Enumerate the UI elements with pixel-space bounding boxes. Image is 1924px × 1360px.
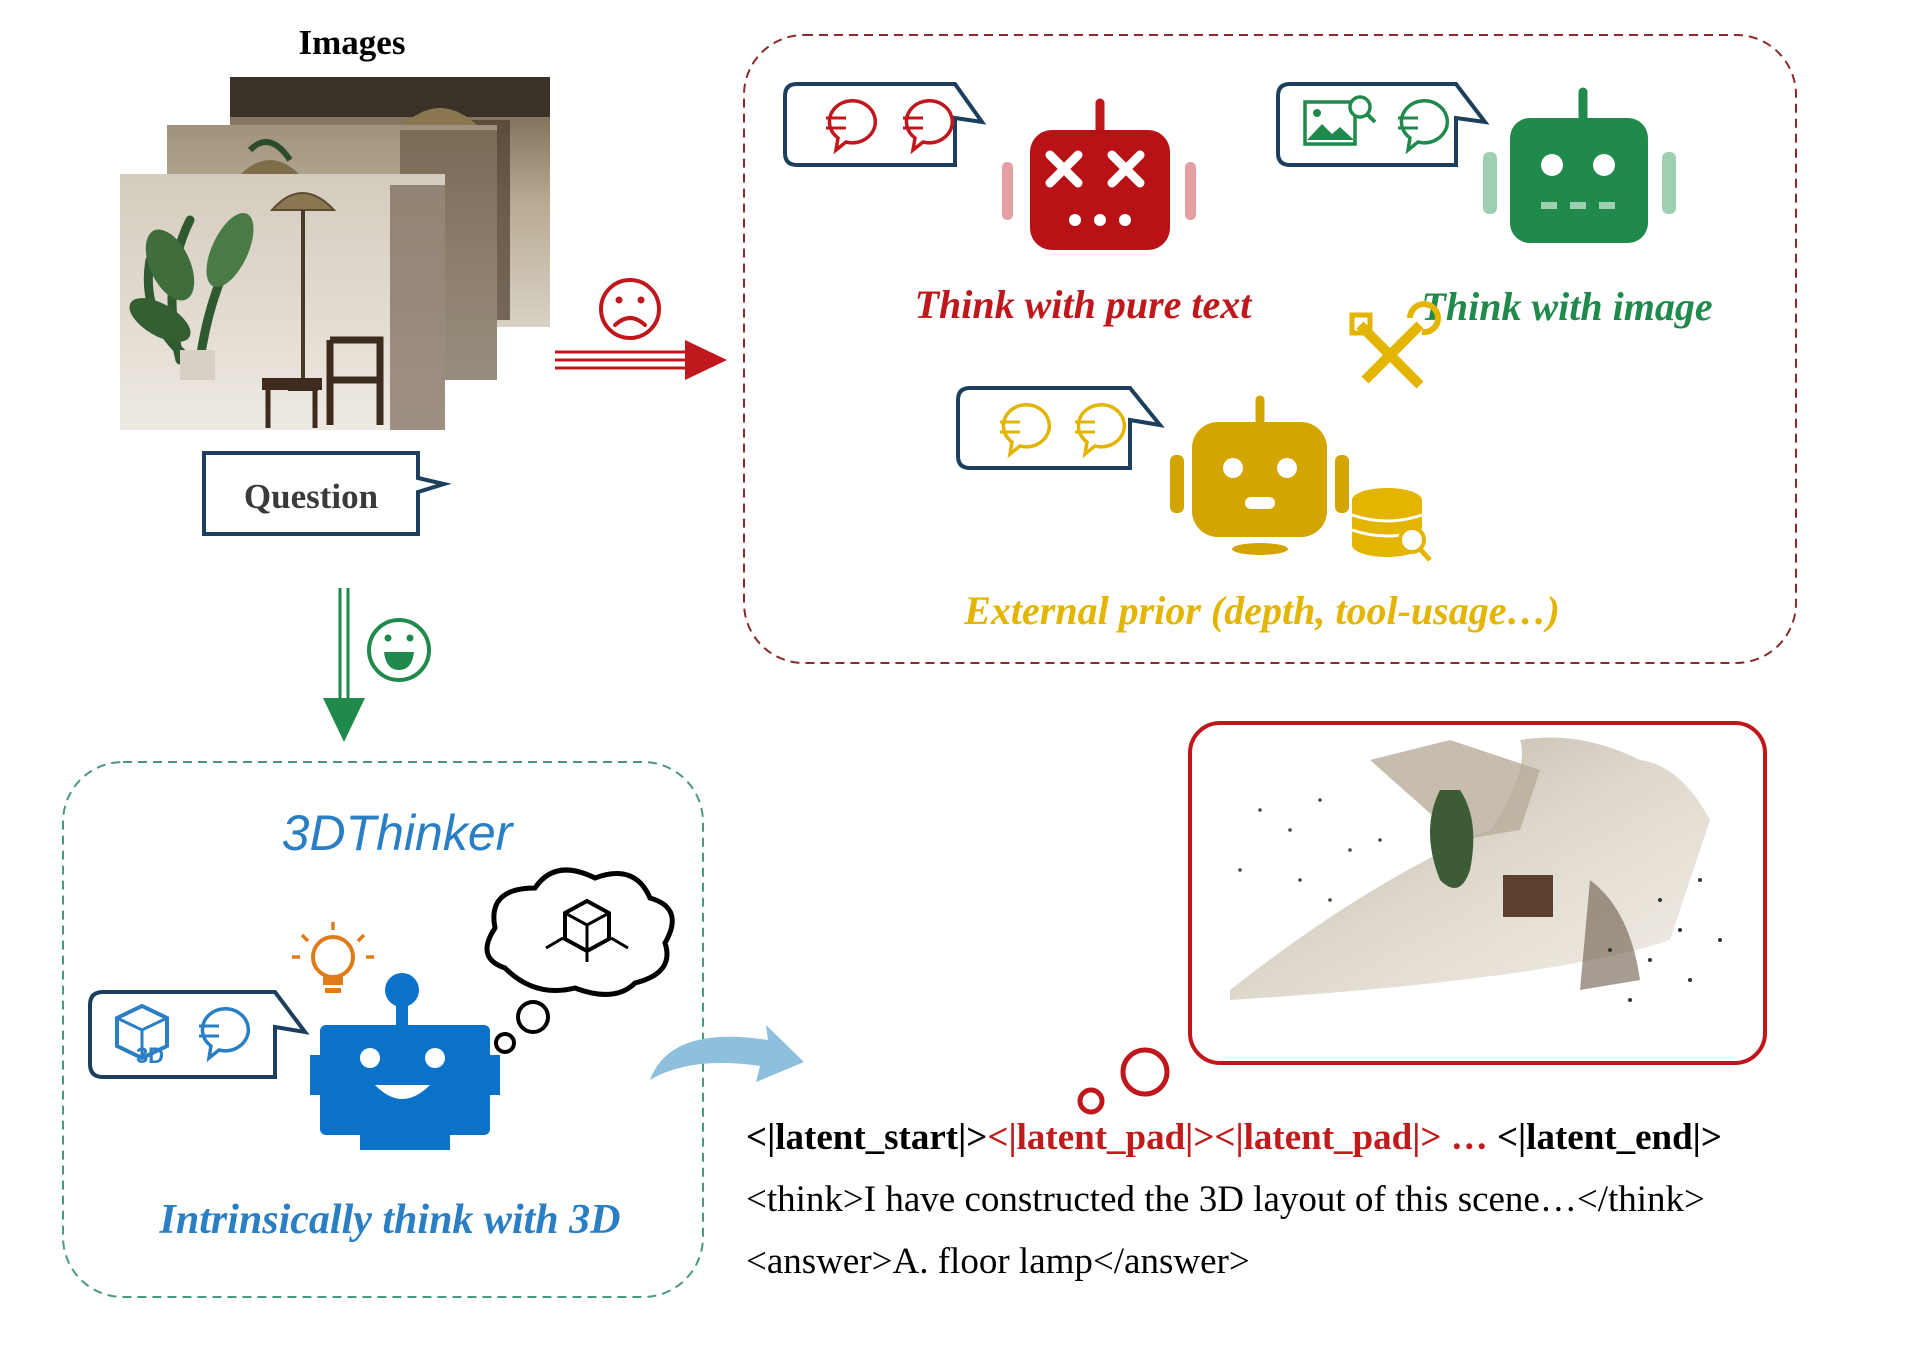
lightbulb-icon: [292, 922, 374, 993]
thinker-caption: Intrinsically think with 3D: [159, 1197, 621, 1243]
cube-3d-badge: 3D: [136, 1043, 164, 1068]
point-cloud-image: [1230, 737, 1722, 1002]
external-speech-bubble: [956, 386, 1165, 470]
pure-text-caption: Think with pure text: [915, 282, 1254, 327]
green-robot-icon: [1483, 87, 1676, 243]
images-label: Images: [299, 23, 406, 62]
point-cloud-panel: [1188, 721, 1767, 1065]
red-robot-icon: [1002, 98, 1196, 250]
chat-icon: [199, 1007, 251, 1063]
database-search-icon: [1351, 488, 1432, 562]
image-speech-bubble: [1276, 82, 1490, 167]
chat-icon: [903, 99, 955, 155]
chat-icon: [1075, 403, 1127, 459]
methods-panel: [743, 34, 1797, 664]
chat-icon: [1398, 99, 1450, 155]
question-label: Question: [244, 477, 378, 516]
blue-robot-icon: [310, 973, 500, 1150]
external-caption: External prior (depth, tool-usage…): [963, 588, 1560, 633]
latent-pad-token: <|latent_pad|>: [987, 1117, 1215, 1158]
cube-3d-icon: 3D: [115, 1003, 169, 1068]
pure-text-speech-bubble: [783, 82, 987, 167]
latent-token-line: <|latent_start|><|latent_pad|><|latent_p…: [746, 1116, 1722, 1159]
latent-pad-token: <|latent_pad|>: [1214, 1117, 1442, 1158]
chat-icon: [826, 99, 878, 155]
chat-icon: [1000, 403, 1052, 459]
image-front: [120, 174, 445, 430]
blue-curved-arrow: [650, 1025, 804, 1082]
sad-face-icon: [599, 278, 661, 340]
latent-end-token: <|latent_end|>: [1496, 1117, 1722, 1158]
thought-circles: [1077, 1047, 1170, 1115]
yellow-robot-icon: [1170, 395, 1349, 555]
image-stack: [120, 77, 550, 430]
question-bubble: Question: [202, 451, 452, 536]
green-arrow: [323, 588, 365, 742]
thought-cloud: [484, 867, 675, 1054]
latent-ellipsis: …: [1441, 1117, 1497, 1158]
image-caption: Think with image: [1421, 284, 1712, 329]
latent-start-token: <|latent_start|>: [746, 1117, 988, 1158]
thinker-title: 3DThinker: [282, 805, 515, 861]
happy-face-icon: [367, 618, 431, 682]
tools-icon: [1349, 301, 1441, 389]
answer-line: <answer>A. floor lamp</answer>: [746, 1241, 1250, 1282]
cube-icon: [545, 898, 629, 962]
thinker-panel: [62, 761, 704, 1298]
image-search-icon: [1303, 95, 1377, 146]
thinker-speech-bubble: 3D: [88, 990, 310, 1079]
red-arrow: [555, 340, 727, 380]
think-line: <think>I have constructed the 3D layout …: [746, 1179, 1705, 1220]
